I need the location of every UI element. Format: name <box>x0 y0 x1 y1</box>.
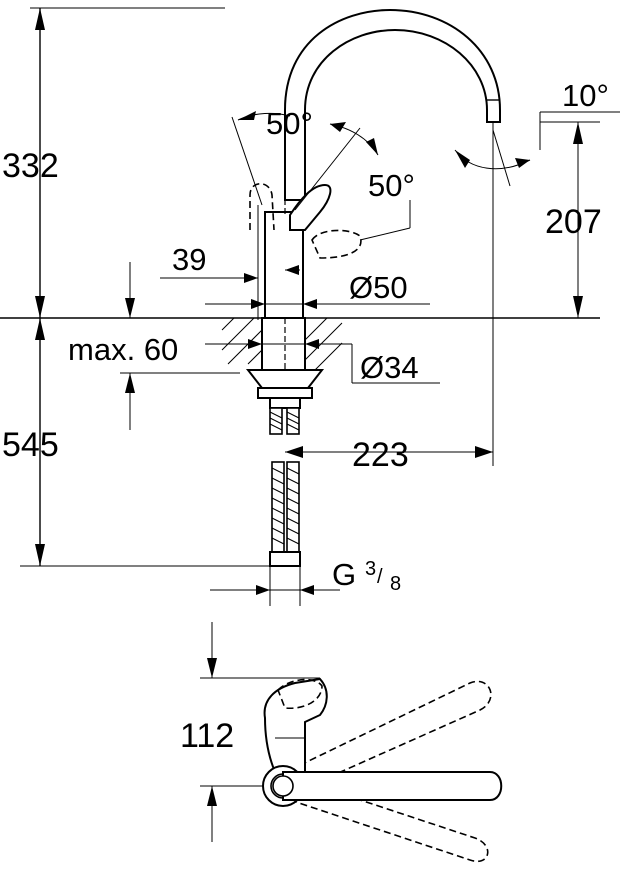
handle <box>249 182 362 259</box>
supply-hoses <box>269 407 301 567</box>
dimension-spout-angle <box>454 111 620 187</box>
handle-angle-right <box>294 122 411 241</box>
dimension-max-60 <box>120 262 240 430</box>
plan-view <box>200 622 503 863</box>
spout-reach-label: 223 <box>352 436 409 474</box>
thread-slash: / <box>377 566 383 588</box>
spout <box>284 8 501 201</box>
dimension-39 <box>160 205 300 320</box>
mounting-bracket <box>245 369 325 409</box>
handle-angle-left-label: 50° <box>266 106 313 141</box>
dimension-207 <box>540 121 600 318</box>
handle-angle-left <box>231 111 291 206</box>
handle-angle-right-label: 50° <box>368 168 415 203</box>
dimension-diameter-34 <box>205 339 440 384</box>
dimension-height-left <box>20 7 282 567</box>
spout-angle-label: 10° <box>562 78 609 113</box>
thread-denominator: 8 <box>390 573 401 595</box>
spout-height-label: 207 <box>545 203 602 241</box>
thread-G-label: G <box>332 557 356 592</box>
diameter-34-label: Ø34 <box>360 350 419 385</box>
thread-numerator: 3 <box>365 558 376 580</box>
dimension-223 <box>285 122 494 466</box>
height-bottom-label: 545 <box>2 426 59 464</box>
max-thickness-label: max. 60 <box>68 332 178 367</box>
plan-depth-label: 112 <box>180 717 234 755</box>
height-top-label: 332 <box>2 147 59 185</box>
dimension-diameter-50 <box>205 299 430 309</box>
diameter-50-label: Ø50 <box>349 270 408 305</box>
offset-39-label: 39 <box>172 242 206 277</box>
dimension-thread <box>210 566 340 606</box>
